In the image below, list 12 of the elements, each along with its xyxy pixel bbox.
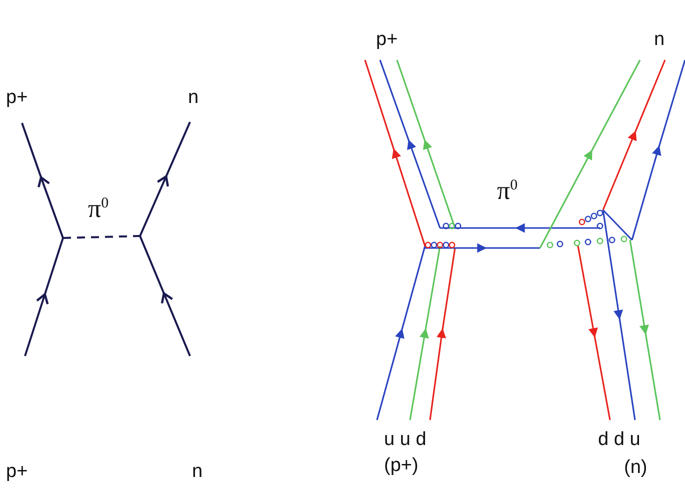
particle-label: n — [188, 88, 199, 107]
particle-label: n — [192, 462, 203, 481]
particle-label: p+ — [376, 30, 398, 49]
particle-label: π$^{0}$ — [497, 178, 518, 204]
hadron-label: (p+) — [384, 456, 418, 475]
particle-label: π$^{0}$ — [88, 196, 109, 222]
quark-label: u u d — [384, 430, 426, 449]
particle-label: p+ — [6, 462, 28, 481]
particle-label: p+ — [6, 88, 28, 107]
quark-label: d d u — [598, 430, 640, 449]
particle-label: n — [654, 30, 665, 49]
hadron-label: (n) — [624, 458, 648, 477]
